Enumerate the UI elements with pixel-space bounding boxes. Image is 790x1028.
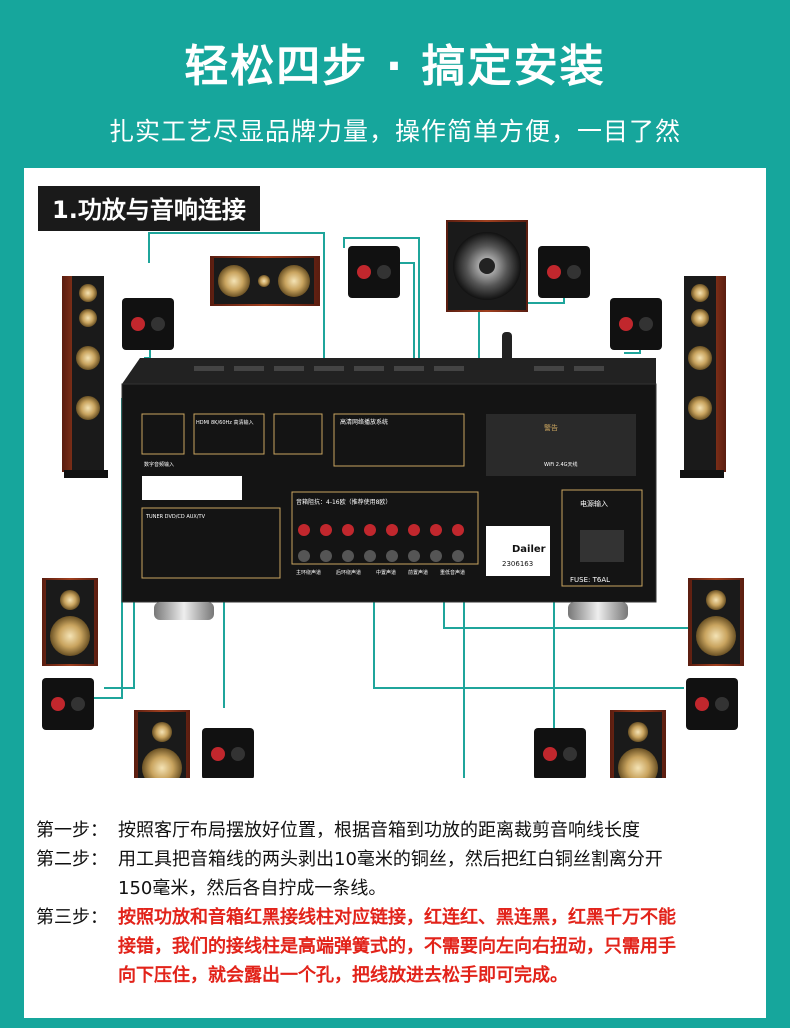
step-1: 第一步： 按照客厅布局摆放好位置，根据音箱到功放的距离裁剪音响线长度 <box>36 816 756 845</box>
step-3: 第三步： 按照功放和音箱红黑接线柱对应链接，红连红、黑连黑，红黑千万不能 接错，… <box>36 903 756 990</box>
amp-warning-label: 警告 <box>544 423 558 432</box>
step-line: 用工具把音箱线的两头剥出10毫米的铜丝，然后把红白铜丝割离分开 <box>118 849 663 870</box>
amp-channel-label: 重低音声道 <box>440 569 465 576</box>
rear-right-speaker <box>610 710 666 778</box>
step-label: 第一步： <box>36 820 108 841</box>
amp-fuse-label: FUSE: T6AL <box>570 576 610 584</box>
page-subtitle: 扎实工艺尽显品牌力量，操作简单方便，一目了然 <box>108 117 681 146</box>
content-card: 1.功放与音响连接 <box>24 168 766 1018</box>
amp-channel-label: 后环绕声道 <box>336 569 361 576</box>
terminal-plate <box>610 298 662 350</box>
speaker-terminal-plates <box>42 246 738 778</box>
step-text: 用工具把音箱线的两头剥出10毫米的铜丝，然后把红白铜丝割离分开 150毫米，然后… <box>118 845 756 903</box>
amp-channel-label: 中置声道 <box>376 569 396 576</box>
amp-hdmi-label: HDMI 8K/60Hz 高清输入 <box>196 419 253 426</box>
amp-channel-label: 前置声道 <box>408 569 428 576</box>
amp-speaker-terminals <box>298 524 464 562</box>
step-line: 按照功放和音箱红黑接线柱对应链接，红连红、黑连黑，红黑千万不能 <box>118 907 676 928</box>
installation-steps: 第一步： 按照客厅布局摆放好位置，根据音箱到功放的距离裁剪音响线长度 第二步： … <box>36 816 756 990</box>
front-right-tower-speaker <box>680 276 726 478</box>
terminal-plate <box>538 246 590 298</box>
terminal-plate <box>686 678 738 730</box>
step-line: 向下压住，就会露出一个孔，把线放进去松手即可完成。 <box>118 965 568 986</box>
step-line: 接错，我们的接线柱是高端弹簧式的，不需要向左向右扭动，只需用手 <box>118 936 676 957</box>
amp-impedance-label: 音箱阻抗：4-16欧（推荐使用8欧） <box>296 498 391 506</box>
front-left-tower-speaker <box>62 276 108 478</box>
amp-wifi-label: WiFi 2.4G天线 <box>544 461 578 468</box>
amp-serial-label: 2306163 <box>502 560 533 568</box>
amp-power-label: 电源输入 <box>580 499 608 508</box>
page-title: 轻松四步 · 搞定安装 <box>184 41 606 92</box>
step-text: 按照功放和音箱红黑接线柱对应链接，红连红、黑连黑，红黑千万不能 接错，我们的接线… <box>118 903 756 990</box>
rear-left-speaker <box>134 710 190 778</box>
step-label: 第二步： <box>36 849 108 870</box>
connection-diagram: Dailer 2306163 警告 电源输入 FUSE: T6AL 音箱阻抗：4… <box>42 220 744 778</box>
step-line: 150毫米，然后各自拧成一条线。 <box>118 878 387 899</box>
center-speaker <box>210 256 320 306</box>
amp-channel-label: 主环绕声道 <box>296 569 321 576</box>
amp-brand-label: Dailer <box>512 544 546 555</box>
subwoofer <box>446 220 528 312</box>
terminal-plate <box>42 678 94 730</box>
step-2: 第二步： 用工具把音箱线的两头剥出10毫米的铜丝，然后把红白铜丝割离分开 150… <box>36 845 756 903</box>
amplifier-back-panel: Dailer 2306163 警告 电源输入 FUSE: T6AL 音箱阻抗：4… <box>121 332 657 620</box>
section-label: 1.功放与音响连接 <box>38 186 260 231</box>
terminal-plate <box>122 298 174 350</box>
amp-network-label: 高清网络播放系统 <box>340 418 388 426</box>
terminal-plate <box>348 246 400 298</box>
surround-right-speaker <box>688 578 744 666</box>
step-line: 按照客厅布局摆放好位置，根据音箱到功放的距离裁剪音响线长度 <box>118 820 640 841</box>
surround-left-speaker <box>42 578 98 666</box>
step-label: 第三步： <box>36 907 108 928</box>
terminal-plate <box>534 728 586 778</box>
terminal-plate <box>202 728 254 778</box>
step-text: 按照客厅布局摆放好位置，根据音箱到功放的距离裁剪音响线长度 <box>118 816 756 845</box>
amp-tuner-label: TUNER DVD/CD AUX/TV <box>145 514 206 520</box>
amp-digital-input-label: 数字音频输入 <box>144 461 174 468</box>
